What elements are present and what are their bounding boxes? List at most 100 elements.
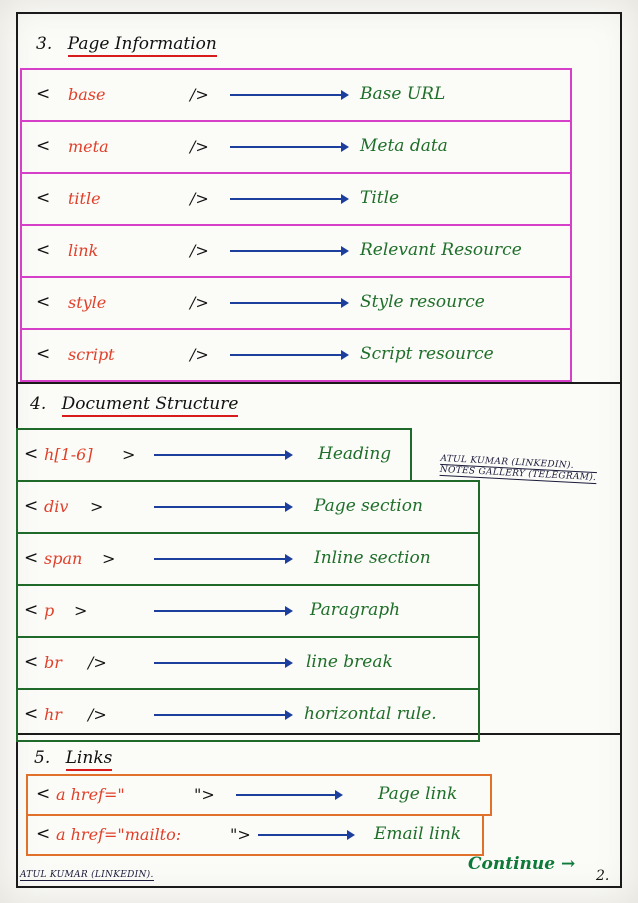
tag-name: style [68,293,107,312]
table-row: < link /> Relevant Resource [20,224,572,278]
tag-description: Title [360,188,400,208]
section-title: Links [65,748,113,771]
section-number: 5. [34,748,51,768]
tag-description: Meta data [360,136,448,156]
arrow-icon [230,194,349,204]
tag-description: Script resource [360,344,494,364]
tag-description: line break [306,652,393,672]
tag-name: script [68,345,115,364]
section-title: Page Information [67,34,217,57]
close-bracket: "> [194,785,215,804]
table-row: < style /> Style resource [20,276,572,330]
section-divider [16,733,620,735]
arrow-icon [230,142,349,152]
tag-name: a href=" [56,785,125,804]
table-row: < script /> Script resource [20,328,572,382]
tag-description: Relevant Resource [360,240,522,260]
section-heading-document-structure: 4. Document Structure [30,394,239,417]
tag-description: Email link [374,824,462,844]
tag-name: h[1-6] [44,445,93,464]
arrow-icon [230,298,349,308]
close-bracket: /> [88,705,107,724]
table-row: < p > Paragraph [16,584,480,638]
table-row: < hr /> horizontal rule. [16,688,480,742]
table-row: < br /> line break [16,636,480,690]
tag-name: base [68,85,106,104]
tag-name: link [68,241,99,260]
close-bracket: /> [190,345,209,364]
tag-description: Style resource [360,292,485,312]
section-heading-links: 5. Links [34,748,113,771]
section-number: 4. [30,394,47,414]
close-bracket: > [122,445,136,464]
arrow-icon [154,710,293,720]
close-bracket: > [74,601,88,620]
tag-name: div [44,497,69,516]
open-bracket: < [24,548,39,568]
section-title: Document Structure [61,394,239,417]
close-bracket: /> [190,241,209,260]
table-row: < a href="mailto: "> Email link [26,814,484,856]
arrow-icon [154,554,293,564]
tag-name: title [68,189,101,208]
close-bracket: /> [88,653,107,672]
close-bracket: > [90,497,104,516]
open-bracket: < [36,84,51,104]
open-bracket: < [36,784,51,804]
section-heading-page-information: 3. Page Information [36,34,217,57]
open-bracket: < [36,188,51,208]
close-bracket: /> [190,85,209,104]
table-row: < meta /> Meta data [20,120,572,174]
close-bracket: /> [190,189,209,208]
continue-label: Continue → [468,854,576,874]
close-bracket: /> [190,293,209,312]
tag-name: a href="mailto: [56,825,182,844]
tag-description: horizontal rule. [304,704,437,724]
open-bracket: < [36,240,51,260]
tag-description: Base URL [360,84,446,104]
credit-line: ATUL KUMAR (LINKEDIN). [20,870,154,881]
author-credit-bottom: ATUL KUMAR (LINKEDIN). [20,870,154,881]
tag-name: hr [44,705,62,724]
open-bracket: < [24,600,39,620]
table-row: < div > Page section [16,480,480,534]
close-bracket: /> [190,137,209,156]
tag-description: Inline section [314,548,431,568]
open-bracket: < [24,652,39,672]
arrow-icon [154,658,293,668]
arrow-icon [154,606,293,616]
tag-description: Heading [318,444,392,464]
tag-description: Page link [378,784,458,804]
table-row: < base /> Base URL [20,68,572,122]
arrow-icon [230,90,349,100]
arrow-icon [236,790,343,800]
arrow-icon [154,450,293,460]
open-bracket: < [36,824,51,844]
tag-description: Page section [314,496,423,516]
tag-description: Paragraph [310,600,401,620]
tag-name: p [44,601,55,620]
table-row: < span > Inline section [16,532,480,586]
page-number: 2. [596,868,610,884]
tag-name: br [44,653,62,672]
arrow-icon [230,350,349,360]
table-row: < a href=" "> Page link [26,774,492,816]
table-row: < h[1-6] > Heading [16,428,412,482]
table-row: < title /> Title [20,172,572,226]
arrow-icon [154,502,293,512]
tag-name: meta [68,137,109,156]
section-number: 3. [36,34,53,54]
tag-name: span [44,549,83,568]
open-bracket: < [36,136,51,156]
open-bracket: < [24,704,39,724]
close-bracket: > [102,549,116,568]
open-bracket: < [24,444,39,464]
close-bracket: "> [230,825,251,844]
section-divider [16,382,620,384]
open-bracket: < [24,496,39,516]
arrow-icon [230,246,349,256]
open-bracket: < [36,292,51,312]
open-bracket: < [36,344,51,364]
arrow-icon [258,830,355,840]
